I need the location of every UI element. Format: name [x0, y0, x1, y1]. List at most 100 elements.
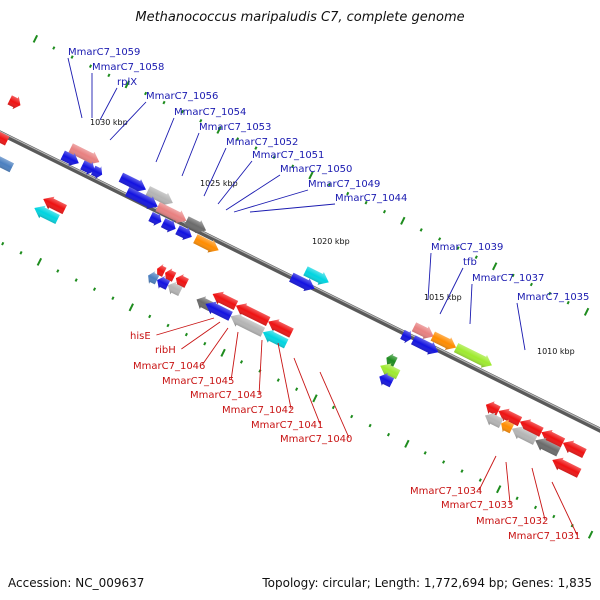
tick-mark — [515, 496, 519, 501]
gene-arrow[interactable] — [124, 185, 161, 213]
gene-label[interactable]: MmarC7_1037 — [472, 273, 544, 284]
gene-label[interactable]: MmarC7_1042 — [222, 405, 294, 416]
tick-mark — [254, 146, 258, 150]
gene-arrow[interactable] — [145, 269, 160, 286]
gene-arrow[interactable] — [162, 267, 177, 284]
tick-mark — [460, 469, 464, 473]
gene-label[interactable]: MmarC7_1049 — [308, 179, 380, 190]
gene-arrow[interactable] — [7, 94, 24, 112]
label-leader — [531, 467, 546, 521]
gene-arrow[interactable] — [288, 271, 318, 295]
gene-arrow[interactable] — [68, 142, 103, 169]
tick-mark — [312, 394, 318, 403]
gene-arrow[interactable] — [383, 352, 398, 369]
tick-mark — [36, 257, 43, 266]
gene-label[interactable]: MmarC7_1031 — [508, 531, 580, 542]
gene-arrow[interactable] — [154, 263, 167, 279]
gene-arrow[interactable] — [410, 334, 441, 359]
tick-mark — [566, 300, 570, 305]
gene-arrow[interactable] — [532, 434, 562, 458]
gene-arrow[interactable] — [399, 328, 414, 345]
gene-arrow[interactable] — [174, 224, 195, 244]
gene-label[interactable]: MmarC7_1056 — [146, 91, 218, 102]
gene-label[interactable]: MmarC7_1059 — [68, 47, 140, 58]
gene-label[interactable]: rplX — [117, 77, 137, 88]
tick-mark — [419, 228, 423, 232]
gene-arrow[interactable] — [0, 124, 10, 147]
scale-label: 1015 kbp — [424, 293, 462, 302]
gene-arrow[interactable] — [165, 279, 184, 298]
gene-arrow[interactable] — [192, 232, 222, 256]
tick-mark — [199, 119, 203, 123]
gene-arrow[interactable] — [430, 330, 460, 354]
tick-mark — [511, 273, 515, 278]
gene-arrow[interactable] — [90, 164, 105, 181]
gene-arrow[interactable] — [60, 149, 82, 170]
gene-label[interactable]: MmarC7_1034 — [410, 486, 482, 497]
gene-arrow[interactable] — [560, 437, 588, 460]
gene-arrow[interactable] — [154, 274, 171, 292]
gene-label[interactable]: MmarC7_1041 — [251, 420, 323, 431]
scale-label: 1025 kbp — [200, 179, 238, 188]
label-leader — [439, 267, 464, 315]
gene-arrow[interactable] — [118, 171, 149, 196]
gene-arrow[interactable] — [209, 288, 239, 312]
gene-arrow[interactable] — [302, 265, 332, 289]
gene-label[interactable]: MmarC7_1033 — [441, 500, 513, 511]
gene-arrow[interactable] — [260, 326, 290, 350]
gene-arrow[interactable] — [79, 159, 98, 178]
gene-label[interactable]: MmarC7_1044 — [335, 193, 407, 204]
label-leader — [109, 101, 147, 141]
gene-arrow[interactable] — [202, 298, 233, 323]
gene-arrow[interactable] — [147, 210, 164, 228]
gene-arrow[interactable] — [411, 321, 437, 343]
gene-label[interactable]: hisE — [130, 331, 151, 342]
gene-label[interactable]: MmarC7_1053 — [199, 122, 271, 133]
gene-arrow[interactable] — [498, 417, 515, 435]
gene-label[interactable]: MmarC7_1035 — [517, 292, 589, 303]
gene-arrow[interactable] — [155, 200, 190, 227]
gene-label[interactable]: MmarC7_1032 — [476, 516, 548, 527]
gene-arrow[interactable] — [549, 454, 582, 480]
gene-arrow[interactable] — [509, 423, 539, 447]
gene-arrow[interactable] — [40, 193, 68, 216]
tick-mark — [166, 323, 170, 328]
gene-arrow[interactable] — [453, 341, 495, 371]
label-leader — [155, 117, 175, 163]
gene-label[interactable]: MmarC7_1054 — [174, 107, 246, 118]
gene-arrow[interactable] — [173, 272, 190, 290]
gene-label[interactable]: MmarC7_1052 — [226, 137, 298, 148]
gene-label[interactable]: tfb — [463, 257, 477, 268]
gene-arrow[interactable] — [0, 148, 15, 174]
gene-arrow[interactable] — [265, 315, 295, 339]
tick-mark — [474, 255, 478, 259]
gene-arrow[interactable] — [31, 202, 61, 226]
scale-ticks — [1, 34, 594, 539]
gene-label[interactable]: MmarC7_1045 — [162, 376, 234, 387]
gene-label[interactable]: MmarC7_1043 — [190, 390, 262, 401]
tick-mark — [111, 296, 115, 300]
gene-arrow[interactable] — [227, 310, 266, 339]
gene-arrow[interactable] — [183, 215, 209, 237]
gene-arrow[interactable] — [160, 216, 179, 235]
label-leader — [516, 302, 526, 351]
gene-label[interactable]: MmarC7_1039 — [431, 242, 503, 253]
gene-arrow[interactable] — [495, 405, 523, 428]
gene-arrow[interactable] — [233, 299, 271, 328]
gene-label[interactable]: MmarC7_1050 — [280, 164, 352, 175]
gene-arrow[interactable] — [483, 399, 502, 418]
gene-label[interactable]: MmarC7_1046 — [133, 361, 205, 372]
gene-arrow[interactable] — [145, 184, 176, 209]
tick-mark — [386, 432, 391, 437]
gene-label[interactable]: MmarC7_1040 — [280, 434, 352, 445]
gene-label[interactable]: ribH — [155, 345, 176, 356]
tick-mark — [400, 216, 406, 225]
label-leader — [277, 342, 292, 410]
tick-mark — [70, 55, 74, 59]
gene-arrow[interactable] — [517, 415, 545, 438]
gene-arrow[interactable] — [376, 370, 395, 389]
gene-label[interactable]: MmarC7_1051 — [252, 150, 324, 161]
gene-arrow[interactable] — [538, 426, 566, 449]
gene-label[interactable]: MmarC7_1058 — [92, 62, 164, 73]
gene-arrow[interactable] — [482, 409, 504, 430]
